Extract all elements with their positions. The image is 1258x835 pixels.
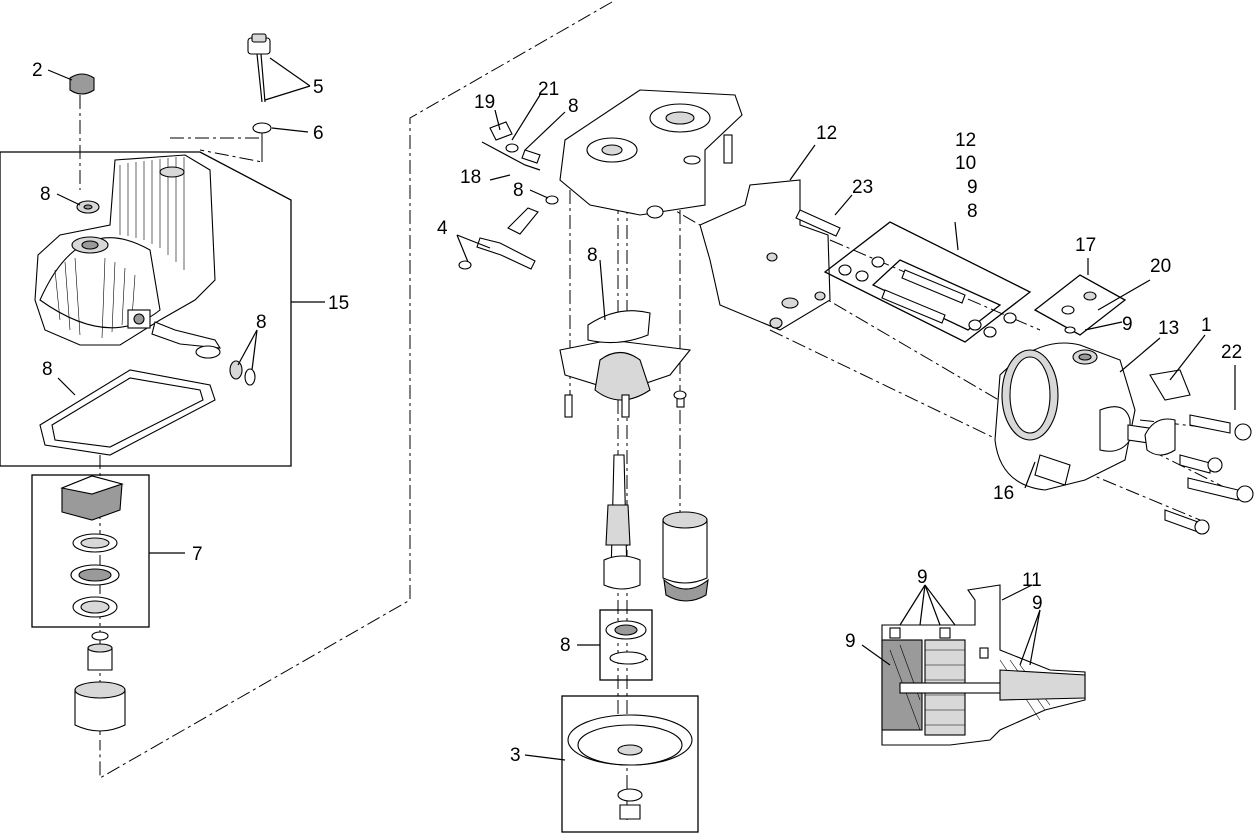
callout-16: 16 [993,483,1014,504]
seal-8c [244,368,256,386]
callout-13: 13 [1158,318,1179,339]
callout-9-section-top: 9 [917,567,928,588]
callout-8-bearing: 8 [560,635,571,656]
bypass-arm-4 [476,237,536,270]
callout-15: 15 [328,293,349,314]
callout-2: 2 [32,60,43,81]
o-ring-8e [587,310,651,344]
callout-6: 6 [313,123,324,144]
callout-9-kit: 9 [967,177,978,198]
group-3-box [561,695,699,833]
callout-8-seals: 8 [256,312,267,333]
callout-12-kit: 12 [955,130,976,151]
group-15-bracket [0,151,292,467]
callout-3: 3 [510,745,521,766]
callout-1: 1 [1201,315,1212,336]
group-7-box [31,474,150,628]
callout-7: 7 [192,544,203,565]
callout-18: 18 [460,167,481,188]
callout-23: 23 [852,177,873,198]
bearing-assembly-group [31,474,150,732]
callout-8-cover-washer: 8 [40,184,51,205]
callout-12-housing: 12 [816,123,837,144]
kit-box-17 [1033,274,1127,336]
seal-8b [229,360,243,380]
callout-17: 17 [1075,235,1096,256]
callout-10: 10 [955,153,976,174]
shift-lever [151,321,222,349]
callout-21: 21 [538,79,559,100]
dipstick-5 [247,33,271,103]
motor-housing-12 [699,179,831,331]
callout-20: 20 [1150,256,1171,277]
callout-8-kit: 8 [967,201,978,222]
bolt-22a [1189,414,1231,434]
callout-9-box-17: 9 [1122,314,1133,335]
cover-plate-1 [1149,369,1191,401]
o-ring-6 [252,122,272,134]
finned-cover [34,154,216,346]
motor-assembly-group [699,179,1254,535]
callout-8-valve: 8 [568,96,579,117]
callout-8-gasket: 8 [42,359,53,380]
callout-19: 19 [474,92,495,113]
cross-section-inset [881,584,1086,746]
callout-9-section-right: 9 [1032,593,1043,614]
callout-22: 22 [1221,342,1242,363]
cover-assembly-group [0,33,292,467]
check-valve-19 [489,121,513,141]
callout-4: 4 [437,218,448,239]
center-section-group [458,89,743,833]
callout-8-o-ring: 8 [587,245,598,266]
callout-8-plug: 8 [513,180,524,201]
callout-11: 11 [1022,570,1042,591]
callout-9-section-left: 9 [845,631,856,652]
callout-5: 5 [313,77,324,98]
kit-box [823,221,1032,343]
cap-2 [69,73,95,95]
leader-lines [47,57,1236,761]
callout-labels: 1 2 3 4 5 6 7 8 8 8 8 8 8 8 8 9 9 9 9 9 … [32,60,1242,766]
bolt-23 [795,209,841,237]
